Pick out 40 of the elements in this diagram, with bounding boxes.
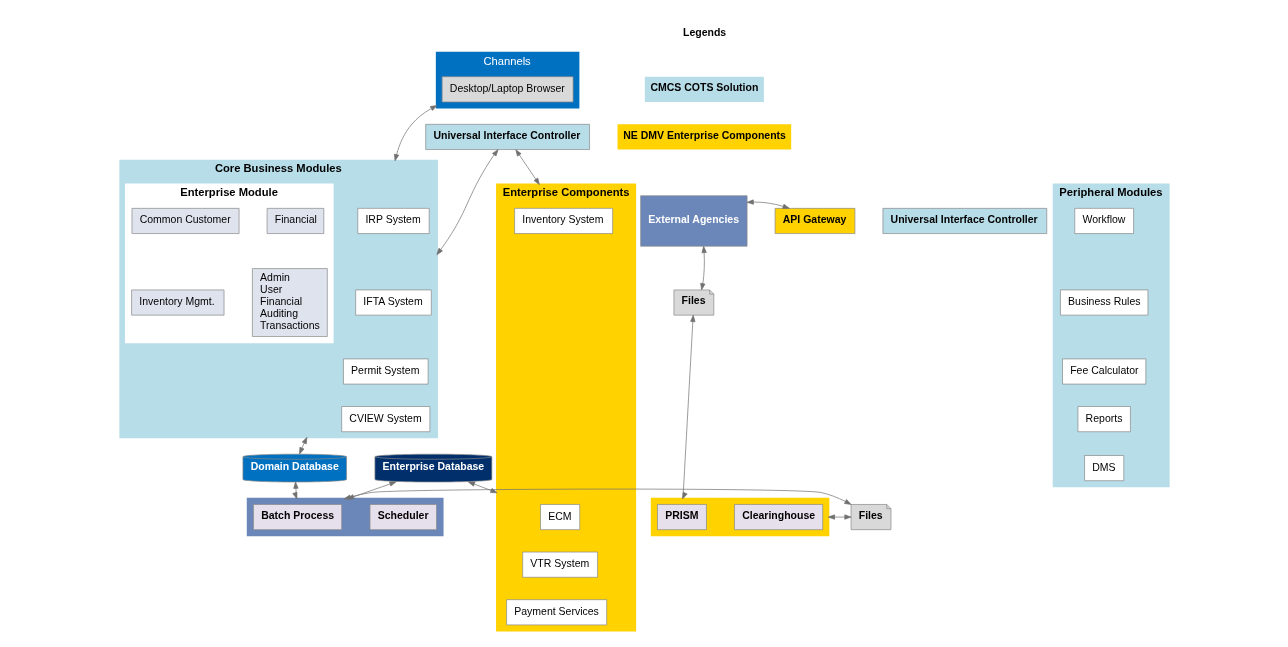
label: Legends [682,26,726,39]
cluster [650,497,829,537]
node-box: Reports [1077,406,1131,433]
node-box: Inventory System [513,208,613,234]
arrow [298,436,307,455]
node-box: Inventory Mgmt. [130,289,224,316]
node-box: Universal Interface Controller [424,124,590,150]
arrow [746,199,790,209]
node-box: Permit System [342,358,428,385]
node-box: Universal Interface Controller [882,208,1047,234]
node-box: Clearinghouse [733,504,823,530]
node-box: Workflow [1073,208,1134,234]
arrow [827,514,851,520]
legend-label: CMCS COTS Solution [649,81,758,94]
node-box: DMS [1083,455,1124,482]
node-box: VTR System [521,551,598,578]
arrow [393,105,437,162]
node-box: API Gateway [774,208,855,234]
node-box: Business Rules [1059,289,1148,316]
node-box: IFTA System [354,289,432,316]
arrow [699,246,707,291]
arrow [514,149,540,185]
node-box: Scheduler [369,504,437,530]
node-box: External Agencies [639,195,747,247]
node-box: Batch Process [252,504,342,530]
arrow [681,314,695,500]
node-box: ECM [539,504,580,530]
node-box: Admin User Financial Auditing Transactions [251,268,328,337]
node-box: IRP System [356,208,430,234]
arrow [467,481,497,494]
node-box: CVIEW System [340,406,430,433]
legend-label: NE DMV Enterprise Components [622,128,786,141]
cluster [246,497,444,537]
node-box: Financial [266,208,324,234]
node-box: Fee Calculator [1061,358,1146,385]
node-box: Payment Services [505,599,607,626]
arrow [436,149,498,255]
node-box: PRISM [656,504,707,530]
node-box: Common Customer [131,208,239,234]
node-box: Desktop/Laptop Browser [441,76,573,103]
